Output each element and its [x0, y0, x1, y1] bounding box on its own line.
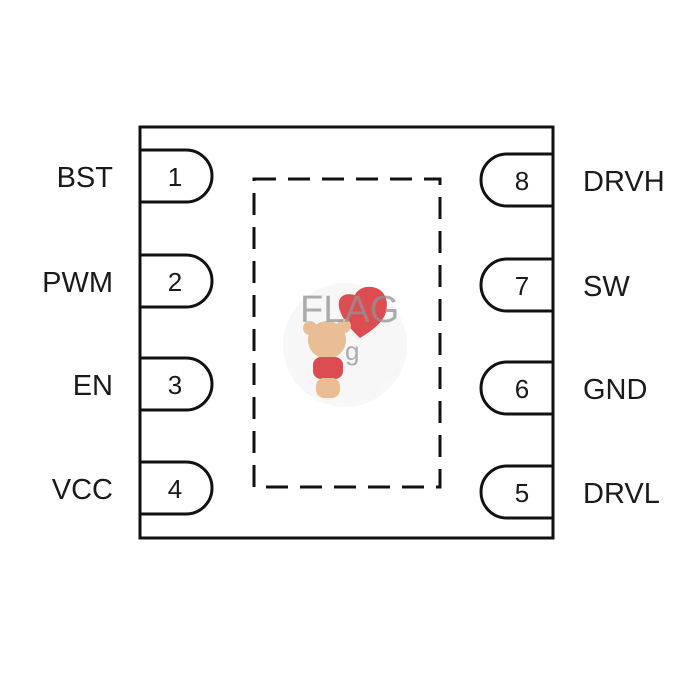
- pin-number: 6: [515, 374, 529, 404]
- watermark-subtext: g: [345, 336, 359, 366]
- pin-label: EN: [73, 370, 113, 402]
- pin-pad-7: [479, 257, 553, 313]
- bear-head-icon: [308, 321, 346, 359]
- pin-label: BST: [57, 162, 114, 194]
- package-outline: [138, 125, 555, 540]
- pin-label: PWM: [42, 267, 113, 299]
- pin-pad-8: [479, 152, 553, 208]
- pin-number: 5: [515, 478, 529, 508]
- pin-label: GND: [583, 374, 647, 406]
- pin-number: 4: [168, 474, 182, 504]
- pin-label: DRVL: [583, 478, 660, 510]
- pin-number: 7: [515, 271, 529, 301]
- pin-label: DRVH: [583, 166, 665, 198]
- bear-body-icon: [313, 357, 343, 379]
- pin-number: 2: [168, 267, 182, 297]
- pin-pad-4: [140, 460, 214, 516]
- pin-number: 1: [168, 162, 182, 192]
- pin-label: SW: [583, 271, 630, 303]
- pin-number: 8: [515, 166, 529, 196]
- watermark: FLAG g: [283, 283, 407, 407]
- exposed-pad-outline: [252, 177, 442, 489]
- pin-label: VCC: [52, 474, 113, 506]
- pin-number: 3: [168, 370, 182, 400]
- pin-pad-2: [140, 253, 214, 309]
- pin-pad-6: [479, 360, 553, 416]
- pin-pad-5: [479, 464, 553, 520]
- watermark-text: FLAG: [300, 289, 399, 331]
- pin-pad-1: [140, 148, 214, 204]
- pin-pad-3: [140, 356, 214, 412]
